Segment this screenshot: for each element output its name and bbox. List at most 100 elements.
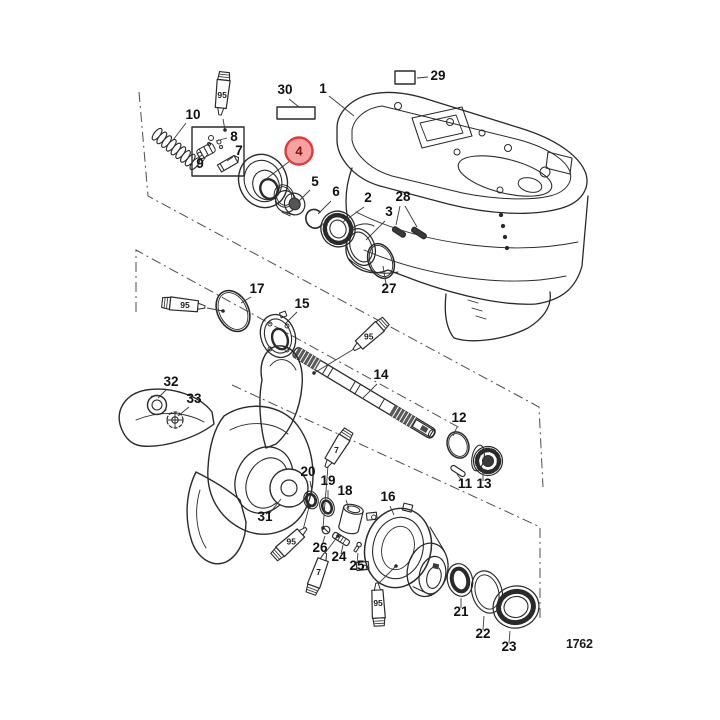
tube-label: 95 [180,300,190,310]
part-callout-12[interactable]: 12 [451,410,466,425]
prop-shaft-drawing [292,347,436,439]
part-callout-25[interactable]: 25 [349,558,365,573]
callout-leader-28 [404,205,418,228]
callout-leader-3 [365,220,386,241]
highlighted-part-number[interactable]: 4 [295,144,303,159]
part-callout-15[interactable]: 15 [294,296,310,311]
part-callout-14[interactable]: 14 [373,367,389,382]
tube-nozzle [324,459,333,469]
callout-leader-32 [157,389,167,399]
lubricant-tube-95-3: 95 [270,526,308,562]
callout-leader-25 [356,552,359,564]
part-callout-8[interactable]: 8 [230,129,238,144]
tube-nozzle [298,526,308,536]
callout-leader-28 [395,205,401,226]
callout-leader-17 [240,296,252,304]
part-callout-3[interactable]: 3 [385,204,393,219]
tube-nozzle [373,582,381,591]
part-callout-2[interactable]: 2 [364,190,372,205]
tube-cap-ridges [373,620,385,625]
lube-dab-dot [321,526,325,530]
callout-leader-16 [389,505,395,516]
part-callout-10[interactable]: 10 [185,107,200,122]
part-callout-5[interactable]: 5 [311,174,319,189]
lubricant-tube-95-1: 95 [161,296,206,313]
callout-leader-33 [177,406,190,417]
part-callout-6[interactable]: 6 [332,184,340,199]
lube-dab-dot [394,564,398,568]
sliding-clutch-drawing [471,444,504,477]
callout-leader-10 [172,122,187,141]
tube-label: 95 [217,90,227,100]
part-callout-13[interactable]: 13 [476,476,492,491]
tube-label: 95 [287,537,297,547]
tube-nozzle [319,552,328,562]
part-callout-7[interactable]: 7 [235,143,243,158]
part-callout-33[interactable]: 33 [186,391,202,406]
part-callout-18[interactable]: 18 [337,483,353,498]
callout-leader-27 [382,265,387,285]
part-callout-32[interactable]: 32 [163,374,178,389]
part-callout-11[interactable]: 11 [458,476,473,491]
tube-body [168,296,200,313]
highlighted-part-circle[interactable] [284,136,314,166]
part-callout-22[interactable]: 22 [475,626,490,641]
pin-24-drawing [331,531,351,547]
part-callout-30[interactable]: 30 [277,82,292,97]
part-callout-19[interactable]: 19 [320,473,335,488]
callout-leader-14 [362,383,378,399]
oring-27-drawing [366,242,396,280]
tube-leader [322,465,329,529]
zone-divider [138,91,544,488]
part-callout-1[interactable]: 1 [319,81,327,96]
tube-leader [378,565,397,584]
part-callout-28[interactable]: 28 [395,189,411,204]
part-callout-21[interactable]: 21 [453,604,469,619]
part-callout-29[interactable]: 29 [430,68,445,83]
oring-12-drawing [446,431,470,459]
propeller-drawing [118,345,314,565]
callout-leader-2 [342,206,365,223]
callout-leader-9 [202,154,208,162]
tube-body [275,528,306,558]
tube-body [354,320,385,350]
small-parts-box [191,126,245,177]
tube-label: 7 [316,567,321,577]
part-callout-31[interactable]: 31 [257,509,273,524]
tube-label: 7 [334,445,339,455]
tube-nozzle [197,302,206,310]
part-callout-26[interactable]: 26 [312,540,328,555]
part-callout-23[interactable]: 23 [501,639,517,654]
part-callout-9[interactable]: 9 [196,156,204,171]
part-callout-17[interactable]: 17 [249,281,264,296]
tube-label: 95 [364,331,374,341]
part-callout-24[interactable]: 24 [331,549,347,564]
tube-body [324,433,351,465]
tapered-bearing-drawing [320,210,356,248]
bearing-race-drawing [345,228,377,266]
spring-drawing [151,127,201,171]
tube-body [306,557,329,589]
part-callout-20[interactable]: 20 [300,464,315,479]
seal-20-drawing [303,490,319,510]
callout-leader-1 [328,95,355,117]
callout-leader-23 [508,630,511,644]
highlighted-callout-layer: 4 [265,136,314,180]
lubricant-tube-7-5: 7 [324,427,354,469]
bearing-carrier-drawing [355,502,449,598]
callout-leader-6 [317,200,332,215]
front-carrier-drawing [259,310,297,359]
oring-17-drawing [215,289,251,333]
callout-leader-30 [288,98,300,108]
zone-divider [231,384,541,622]
callout-leader-5 [297,189,311,203]
tube-nozzle [352,342,362,352]
part-callout-16[interactable]: 16 [380,489,396,504]
snap-ring-drawing [305,208,323,229]
callout-leader-24 [340,544,344,555]
part-callout-27[interactable]: 27 [381,281,396,296]
callout-leader-15 [284,311,298,325]
